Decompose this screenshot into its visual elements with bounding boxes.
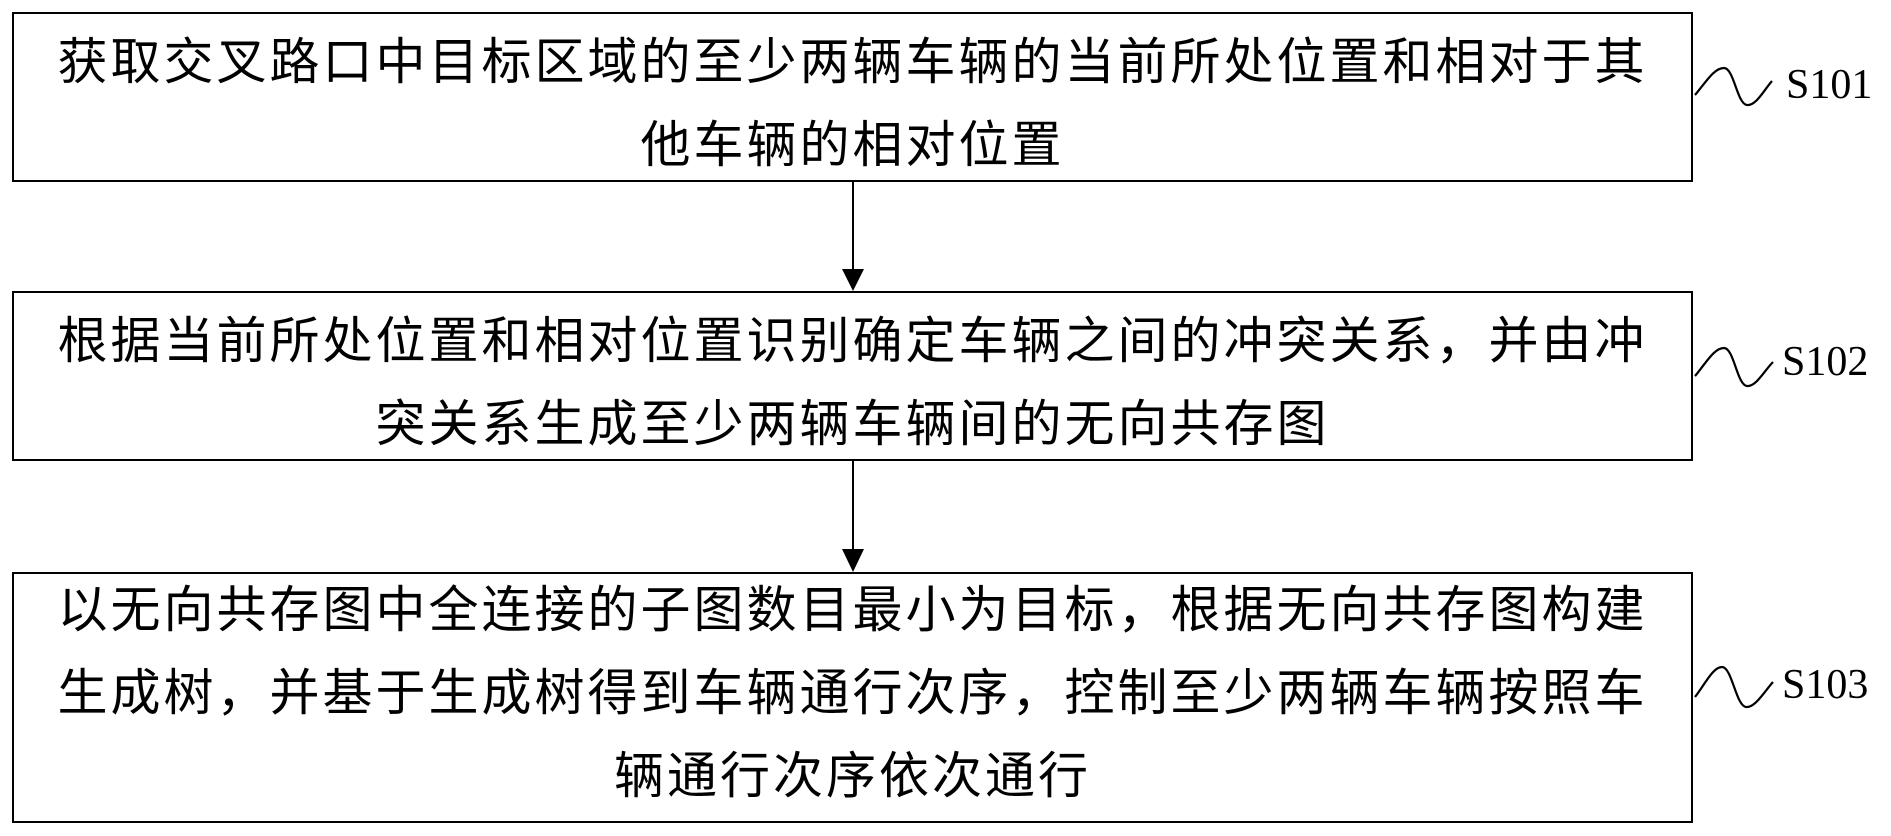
step-s102-line-1: 根据当前所处位置和相对位置识别确定车辆之间的冲突关系，并由冲 (57, 312, 1648, 370)
step-label-s101: S101 (1786, 62, 1873, 108)
arrow-s102-to-s103 (842, 461, 864, 572)
step-text-s103: 以无向共存图中全连接的子图数目最小为目标，根据无向共存图构建 生成树，并基于生成… (14, 569, 1691, 818)
step-s103-line-1: 以无向共存图中全连接的子图数目最小为目标，根据无向共存图构建 (57, 581, 1648, 639)
step-s101-line-1: 获取交叉路口中目标区域的至少两辆车辆的当前所处位置和相对于其 (57, 33, 1648, 91)
step-text-s102: 根据当前所处位置和相对位置识别确定车辆之间的冲突关系，并由冲 突关系生成至少两辆… (14, 300, 1691, 466)
step-s103-line-3: 辆通行次序依次通行 (614, 747, 1091, 805)
arrowhead-down-icon (842, 269, 864, 291)
arrow-s101-to-s102 (842, 182, 864, 291)
step-box-s101: 获取交叉路口中目标区域的至少两辆车辆的当前所处位置和相对于其 他车辆的相对位置 (12, 12, 1693, 182)
step-box-s103: 以无向共存图中全连接的子图数目最小为目标，根据无向共存图构建 生成树，并基于生成… (12, 572, 1693, 823)
wavy-leader-s103-icon (1694, 665, 1774, 709)
step-s103-line-2: 生成树，并基于生成树得到车辆通行次序，控制至少两辆车辆按照车 (57, 664, 1648, 722)
wavy-leader-s102-icon (1694, 346, 1774, 388)
wavy-leader-s101-icon (1694, 66, 1773, 107)
step-label-s103: S103 (1782, 662, 1869, 708)
step-s101-line-2: 他车辆的相对位置 (640, 116, 1065, 174)
step-s102-line-2: 突关系生成至少两辆车辆间的无向共存图 (375, 395, 1330, 453)
step-box-s102: 根据当前所处位置和相对位置识别确定车辆之间的冲突关系，并由冲 突关系生成至少两辆… (12, 291, 1693, 461)
step-text-s101: 获取交叉路口中目标区域的至少两辆车辆的当前所处位置和相对于其 他车辆的相对位置 (14, 21, 1691, 187)
step-label-s102: S102 (1782, 339, 1869, 385)
